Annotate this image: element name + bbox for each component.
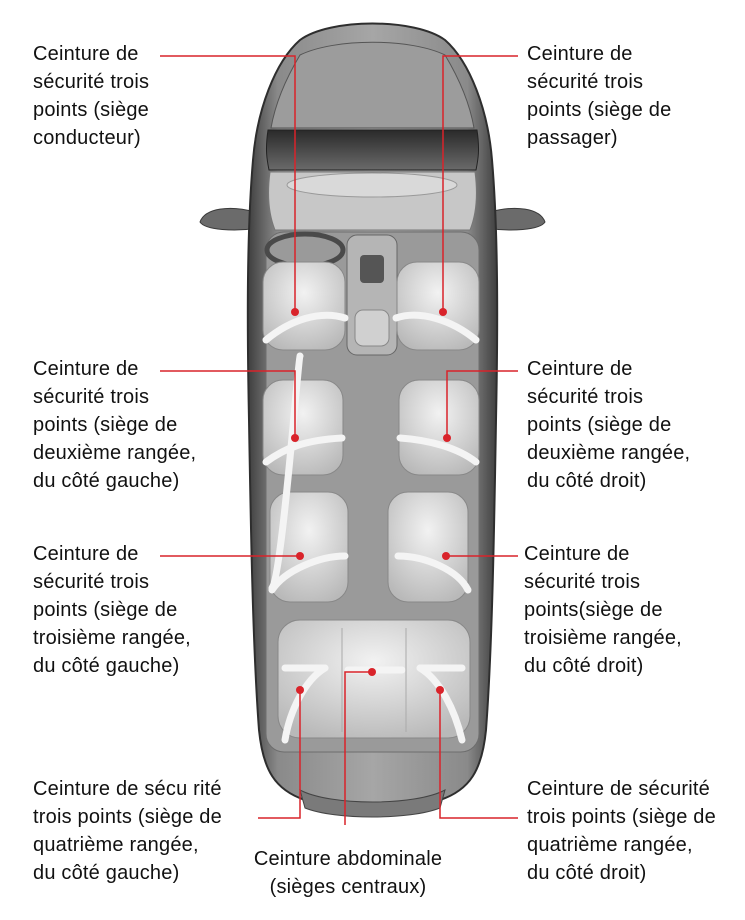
row2-right-seat xyxy=(398,379,480,476)
right-mirror xyxy=(486,207,546,231)
dot-row4-right xyxy=(436,686,444,694)
label-center-lap: Ceinture abdominale (sièges centraux) xyxy=(253,848,443,898)
belt-passenger xyxy=(392,311,480,344)
label-row4-right: Ceinture de sécurité trois points (siège… xyxy=(527,778,716,884)
dot-row3-right xyxy=(442,552,450,560)
leader-dots xyxy=(291,308,451,694)
label-row3-left: Ceinture de sécurité trois points (siège… xyxy=(33,543,191,677)
row4-bench xyxy=(277,619,471,739)
belt-row3-left-lap xyxy=(268,552,349,594)
leader-row2-right xyxy=(446,370,518,438)
leader-row4-right xyxy=(439,690,518,819)
left-mirror xyxy=(199,207,259,231)
belt-row3-right-lap xyxy=(394,552,472,594)
row2-left-seat xyxy=(262,379,344,476)
leader-center xyxy=(344,671,372,825)
leader-lines xyxy=(160,55,518,825)
label-row4-left: Ceinture de sécu rité trois points (sièg… xyxy=(33,778,222,884)
belt-row4-right xyxy=(416,664,466,744)
label-driver: Ceinture de sécurité trois points (siège… xyxy=(33,43,150,149)
leader-row4-left xyxy=(258,690,301,819)
rear-bumper xyxy=(299,789,446,818)
belt-driver xyxy=(262,311,349,344)
label-row2-left: Ceinture de sécurité trois points (siège… xyxy=(33,358,197,492)
dot-row2-right xyxy=(443,434,451,442)
leader-row2-left xyxy=(160,370,296,438)
belt-row2-left xyxy=(262,434,346,466)
dot-row2-left xyxy=(291,434,299,442)
label-row3-right: Ceinture de sécurité trois points(siège … xyxy=(524,543,682,677)
belt-row2-right xyxy=(396,434,480,466)
row3-right-seat xyxy=(387,491,469,603)
dot-row4-left xyxy=(296,686,304,694)
leader-passenger xyxy=(442,55,518,312)
label-row2-right: Ceinture de sécurité trois points (siège… xyxy=(527,358,691,492)
belt-row3-left xyxy=(268,352,304,592)
windshield xyxy=(265,129,480,171)
leader-driver xyxy=(160,55,296,312)
dot-passenger xyxy=(439,308,447,316)
seat-belts xyxy=(262,311,480,744)
dot-center xyxy=(368,668,376,676)
hood xyxy=(270,41,475,129)
dash-top xyxy=(286,172,458,198)
label-passenger: Ceinture de sécurité trois points (siège… xyxy=(527,43,672,149)
dot-driver xyxy=(291,308,299,316)
dot-row3-left xyxy=(296,552,304,560)
